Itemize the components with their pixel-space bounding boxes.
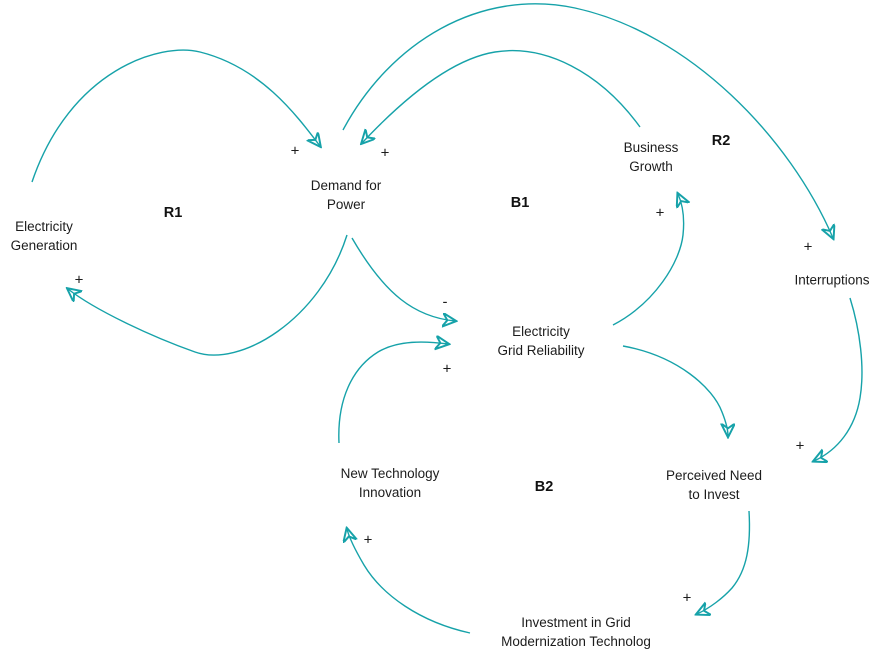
polarity-sign: + bbox=[682, 589, 692, 607]
edge-investment-to-new-technology-arrow bbox=[347, 529, 471, 634]
node-new-technology-innovation: New Technology Innovation bbox=[340, 465, 440, 500]
polarity-sign: + bbox=[442, 360, 452, 378]
edge-new-technology-to-grid-reliability-arrow bbox=[338, 342, 448, 444]
polarity-sign: - bbox=[442, 293, 448, 311]
edge-demand-to-interruptions-arrow bbox=[342, 3, 833, 238]
polarity-sign: + bbox=[655, 204, 665, 222]
polarity-sign: + bbox=[380, 144, 390, 162]
edge-business-growth-to-demand-arrow bbox=[362, 50, 641, 143]
edge-perceived-need-to-investment-arrow bbox=[697, 510, 751, 614]
polarity-sign: + bbox=[795, 437, 805, 455]
edge-demand-to-generation-arrow bbox=[68, 234, 348, 356]
node-interruptions: Interruptions bbox=[794, 272, 870, 288]
edge-grid-reliability-to-business-growth-arrow bbox=[612, 194, 684, 326]
loop-label-r2: R2 bbox=[711, 133, 731, 149]
polarity-sign: + bbox=[290, 142, 300, 160]
edge-demand-to-grid-reliability-arrow bbox=[351, 237, 455, 321]
polarity-sign: + bbox=[74, 271, 84, 289]
edge-interruptions-to-perceived-need-arrow bbox=[814, 297, 863, 461]
loop-label-r1: R1 bbox=[163, 205, 183, 221]
node-perceived-need-to-invest: Perceived Need to Invest bbox=[665, 467, 763, 502]
polarity-sign: + bbox=[363, 531, 373, 549]
loop-label-b2: B2 bbox=[534, 479, 554, 495]
node-electricity-grid-reliability: Electricity Grid Reliability bbox=[497, 323, 585, 358]
edge-grid-reliability-to-perceived-need-arrow bbox=[622, 345, 728, 436]
node-electricity-generation: Electricity Generation bbox=[10, 218, 78, 253]
node-demand-for-power: Demand for Power bbox=[310, 177, 382, 212]
node-business-growth: Business Growth bbox=[623, 139, 679, 174]
loop-label-b1: B1 bbox=[510, 195, 530, 211]
polarity-sign: + bbox=[803, 238, 813, 256]
edge-generation-to-demand-arrow bbox=[31, 49, 320, 183]
node-investment-grid-modernization: Investment in Grid Modernization Technol… bbox=[501, 614, 651, 649]
